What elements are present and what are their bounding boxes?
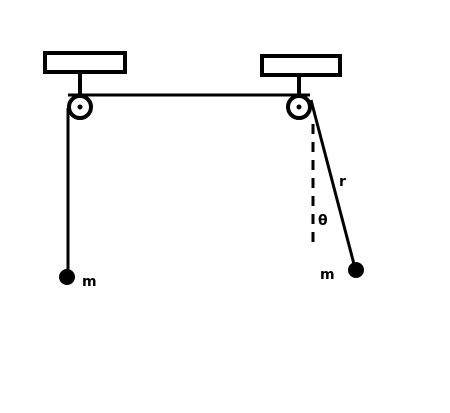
left-mass: [59, 269, 75, 285]
left-pulley-axle: [77, 104, 83, 110]
right-mass: [348, 262, 364, 278]
right-mass-label: m: [320, 267, 335, 283]
right-pulley: [286, 94, 312, 120]
string-length-label: r: [339, 174, 346, 190]
pendulum-string: [309, 99, 357, 269]
left-ceiling-support: [43, 51, 127, 74]
right-pulley-axle: [296, 104, 302, 110]
left-pulley: [67, 94, 93, 120]
angle-label: θ: [318, 213, 328, 229]
left-mass-label: m: [82, 274, 97, 290]
right-ceiling-support: [260, 54, 342, 77]
